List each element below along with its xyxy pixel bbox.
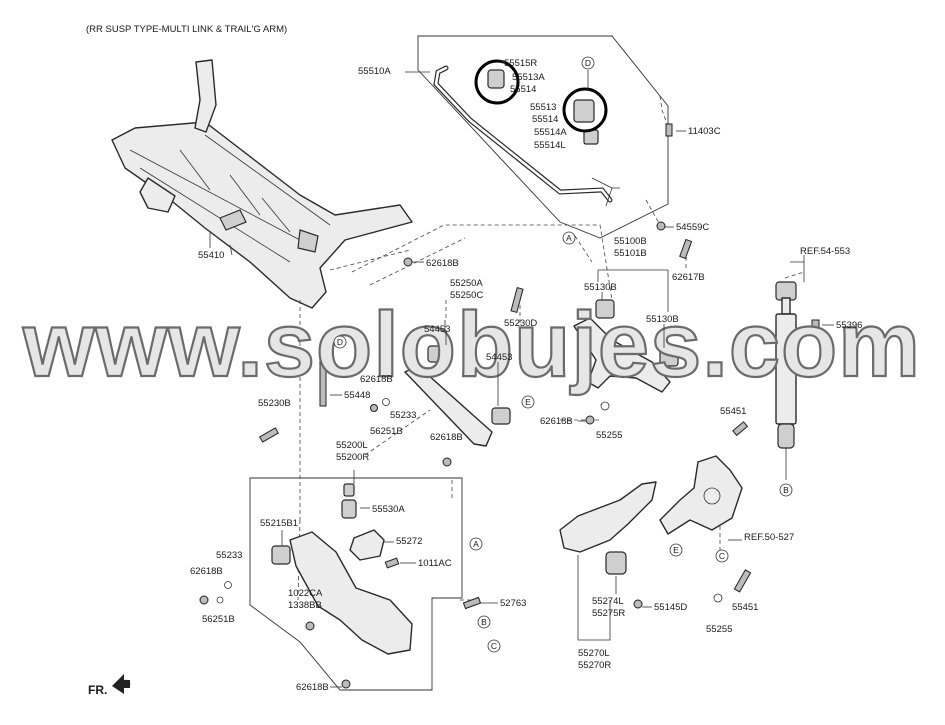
callout-c-knuckle: C — [715, 549, 729, 563]
label-55272: 55272 — [396, 536, 422, 547]
watermark-text: www.solobujes.com — [22, 294, 921, 396]
label-52763: 52763 — [500, 598, 526, 609]
label-55513: 55513 — [530, 102, 556, 113]
svg-text:C: C — [491, 641, 497, 651]
control-arm-55100 — [573, 238, 693, 425]
callout-d-mid: D — [333, 335, 347, 349]
front-label: FR. — [88, 683, 107, 697]
svg-text:E: E — [525, 397, 531, 407]
label-55100B: 55100B — [614, 236, 647, 247]
trailing-arm-55270 — [559, 481, 752, 641]
label-55514-top: 55514 — [510, 84, 536, 95]
label-55270R: 55270R — [578, 660, 611, 671]
label-55515R: 55515R — [504, 58, 537, 69]
label-56251B-a: 56251B — [370, 426, 403, 437]
label-55510A: 55510A — [358, 66, 391, 77]
label-55230B: 55230B — [258, 398, 291, 409]
label-55230D: 55230D — [504, 318, 537, 329]
label-1011AC: 1011AC — [418, 558, 452, 569]
label-55275R: 55275R — [592, 608, 625, 619]
callouts: D A B D E A E C B C — [333, 56, 793, 653]
highlight-ring-rear-bush — [562, 87, 608, 133]
small-fasteners — [112, 257, 413, 694]
svg-text:D: D — [337, 337, 343, 347]
label-55514L: 55514L — [534, 140, 566, 151]
svg-text:A: A — [566, 233, 572, 243]
label-62617B: 62617B — [672, 272, 705, 283]
label-62618B-d: 62618B — [540, 416, 573, 427]
highlight-ring-front-bush — [474, 59, 520, 105]
label-55233-a: 55233 — [390, 410, 416, 421]
part-labels: 55510A 55515R 55513A 55514 55513 55514 5… — [88, 58, 862, 697]
label-55250C: 55250C — [450, 290, 483, 301]
label-55410: 55410 — [198, 250, 224, 261]
callout-b-shock: B — [779, 483, 793, 497]
label-55130B-b: 55130B — [646, 314, 679, 325]
label-55200R: 55200R — [336, 452, 369, 463]
label-55514A: 55514A — [534, 127, 567, 138]
label-55255-b: 55255 — [706, 624, 732, 635]
label-ref-50-527: REF.50-527 — [744, 532, 794, 543]
label-55448: 55448 — [344, 390, 370, 401]
diagram-header: (RR SUSP TYPE-MULTI LINK & TRAIL'G ARM) — [86, 24, 287, 35]
svg-text:D: D — [585, 58, 591, 68]
label-55513A-top: 55513A — [512, 72, 545, 83]
svg-text:C: C — [719, 551, 725, 561]
label-55451-b: 55451 — [732, 602, 758, 613]
callout-a-top: A — [562, 231, 576, 245]
label-55130B-a: 55130B — [584, 282, 617, 293]
shock-absorber — [775, 262, 820, 480]
label-55145D: 55145D — [654, 602, 687, 613]
leader-lines — [209, 71, 834, 688]
stabilizer-bar-group — [417, 35, 673, 239]
callout-b-lower: B — [477, 615, 491, 629]
callout-e-knuckle: E — [669, 543, 683, 557]
label-55215B1: 55215B1 — [260, 518, 298, 529]
label-54453-a: 54453 — [424, 324, 450, 335]
upper-arm-55250 — [404, 287, 524, 467]
callout-c-lower: C — [487, 639, 501, 653]
label-55530A: 55530A — [372, 504, 405, 515]
label-56251B-b: 56251B — [202, 614, 235, 625]
label-54559C: 54559C — [676, 222, 709, 233]
label-11403C: 11403C — [688, 126, 721, 137]
label-55274L: 55274L — [592, 596, 624, 607]
label-55396: 55396 — [836, 320, 862, 331]
label-1338BB: 1338BB — [288, 600, 322, 611]
label-55233-b: 55233 — [216, 550, 242, 561]
label-1022CA: 1022CA — [288, 588, 323, 599]
relation-lines — [297, 224, 805, 601]
label-54453-b: 54453 — [486, 352, 512, 363]
label-62618B-b: 62618B — [360, 374, 393, 385]
svg-text:B: B — [481, 617, 487, 627]
label-62618B-f: 62618B — [296, 682, 329, 693]
svg-text:E: E — [673, 545, 679, 555]
label-55250A: 55250A — [450, 278, 483, 289]
lower-arm-group — [249, 477, 482, 691]
label-55270L: 55270L — [578, 648, 610, 659]
label-ref-54-553: REF.54-553 — [800, 246, 850, 257]
label-55255-a: 55255 — [596, 430, 622, 441]
label-55514: 55514 — [532, 114, 558, 125]
svg-text:A: A — [473, 539, 479, 549]
subframe-crossmember — [111, 59, 413, 309]
label-62618B-e: 62618B — [190, 566, 223, 577]
svg-text:B: B — [783, 485, 789, 495]
knuckle-carrier — [659, 421, 749, 535]
label-55101B: 55101B — [614, 248, 647, 259]
label-55451-a: 55451 — [720, 406, 746, 417]
label-55200L: 55200L — [336, 440, 368, 451]
label-62618B-a: 62618B — [426, 258, 459, 269]
front-arrow-icon — [112, 674, 130, 694]
callout-d-top: D — [581, 56, 595, 70]
callout-e-mid: E — [521, 395, 535, 409]
callout-a-mid: A — [469, 537, 483, 551]
label-62618B-c: 62618B — [430, 432, 463, 443]
